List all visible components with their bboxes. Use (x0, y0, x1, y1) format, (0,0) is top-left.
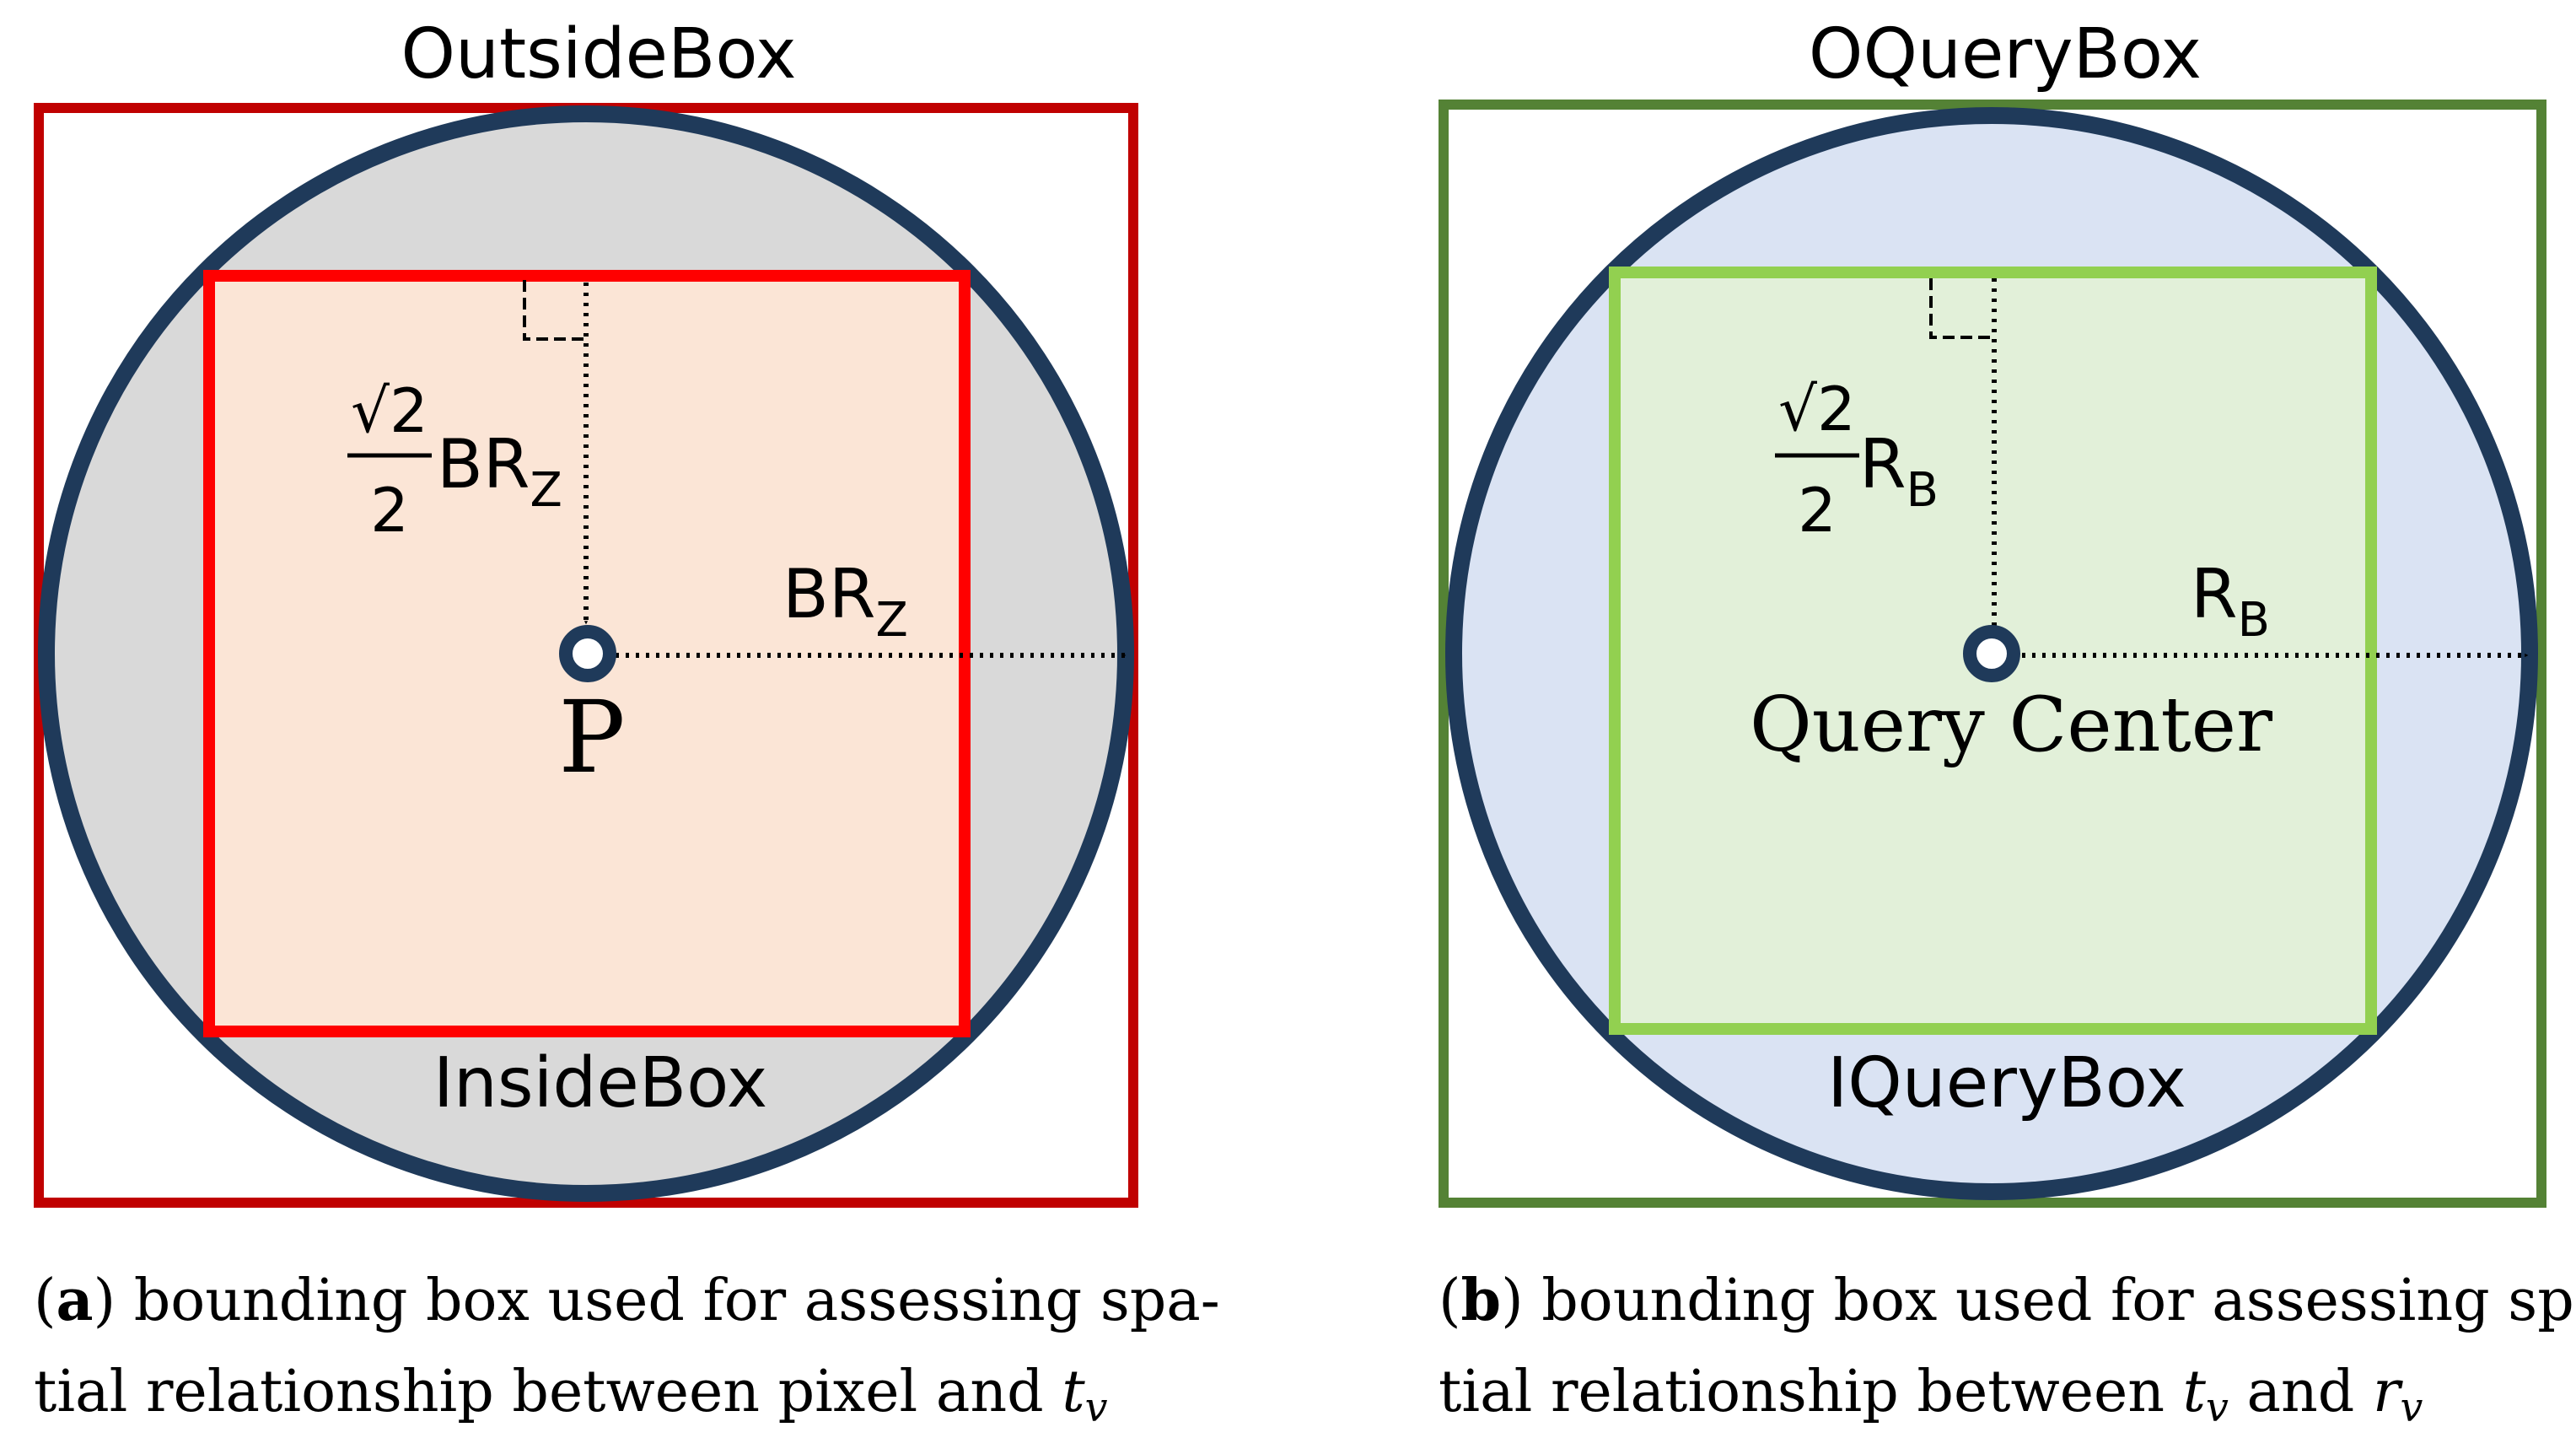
outside-box-label: OutsideBox (401, 14, 796, 94)
caption-b-line2: tial relationship between tv and rv (1439, 1347, 2576, 1454)
center-label-p: P (558, 679, 625, 795)
fraction-denominator-a: 2 (370, 475, 409, 546)
half-diagonal-symbol-a: BRZ (437, 425, 562, 518)
caption-a-line2-text: tial relationship between pixel and (34, 1359, 1044, 1425)
fraction-numerator-a: √2 (351, 375, 428, 446)
query-center-label: Query Center (1750, 681, 2273, 769)
half-diagonal-label-b: √2 2 RB (1775, 374, 1939, 546)
caption-b-var-r: rv (2372, 1359, 2423, 1431)
inside-box-label: InsideBox (433, 1043, 768, 1123)
half-diagonal-symbol-b: RB (1859, 425, 1939, 518)
caption-b-line1-text: bounding box used for assessing spa- (1541, 1268, 2576, 1334)
caption-a-line1: (a) bounding box used for assessing spa- (34, 1267, 1220, 1334)
caption-a: (a) bounding box used for assessing spa-… (34, 1255, 1220, 1454)
right-angle-marker-a (523, 280, 583, 341)
center-point-p (559, 625, 616, 682)
oquery-box-label: OQueryBox (1809, 14, 2202, 94)
caption-a-line2: tial relationship between pixel and tv (34, 1347, 1220, 1454)
caption-a-var-t: tv (1062, 1359, 1108, 1431)
caption-a-line1-text: bounding box used for assessing spa- (133, 1268, 1220, 1334)
caption-b-line2-mid: and (2246, 1359, 2355, 1425)
right-angle-marker-b (1929, 278, 1990, 339)
caption-b-line2-pre: tial relationship between (1439, 1359, 2165, 1425)
iquery-box-label: IQueryBox (1827, 1043, 2186, 1123)
radius-label-a: BRZ (782, 555, 908, 648)
caption-b-var-t: tv (2182, 1359, 2229, 1431)
caption-b-line1: (b) bounding box used for assessing spa- (1439, 1255, 2576, 1347)
oquery-box (1439, 100, 2546, 1208)
caption-b: (b) bounding box used for assessing spa-… (1439, 1255, 2576, 1454)
radius-label-b: RB (2191, 555, 2270, 648)
half-diagonal-label-a: √2 2 BRZ (347, 375, 562, 546)
query-center-point (1963, 625, 2020, 682)
caption-a-letter: a (56, 1267, 94, 1334)
caption-b-letter: b (1460, 1267, 1502, 1334)
fraction-denominator-b: 2 (1798, 475, 1837, 546)
fraction-numerator-b: √2 (1778, 374, 1856, 444)
panel-a: OutsideBox P √2 2 BRZ BRZ InsideBox (34, 14, 1138, 1208)
panel-b: OQueryBox Query Center √2 2 RB RB IQuery… (1439, 14, 2546, 1208)
